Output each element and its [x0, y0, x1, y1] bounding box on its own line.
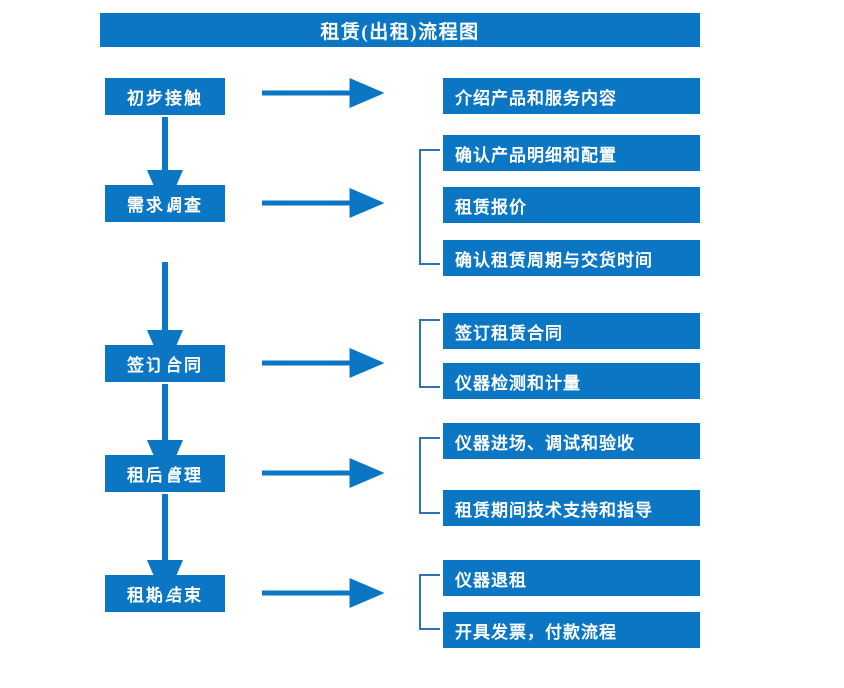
detail-box-4[interactable]: 确认租赁周期与交货时间 — [443, 240, 700, 276]
detail-box-3[interactable]: 租赁报价 — [443, 187, 700, 223]
detail-box-5[interactable]: 签订租赁合同 — [443, 313, 700, 349]
diagram-title: 租赁(出租)流程图 — [100, 13, 700, 47]
group-bracket-2 — [419, 319, 440, 388]
detail-box-9[interactable]: 仪器退租 — [443, 560, 700, 596]
group-bracket-4 — [419, 574, 440, 630]
group-bracket-3 — [419, 437, 440, 514]
detail-box-8[interactable]: 租赁期间技术支持和指导 — [443, 490, 700, 526]
detail-box-10[interactable]: 开具发票，付款流程 — [443, 612, 700, 648]
stage-box-3[interactable]: 签订合同 — [105, 345, 225, 382]
group-bracket-1 — [419, 149, 440, 265]
detail-box-7[interactable]: 仪器进场、调试和验收 — [443, 423, 700, 459]
stage-box-5[interactable]: 租期结束 — [105, 575, 225, 612]
stage-box-1[interactable]: 初步接触 — [105, 78, 225, 115]
detail-box-6[interactable]: 仪器检测和计量 — [443, 363, 700, 399]
detail-box-2[interactable]: 确认产品明细和配置 — [443, 135, 700, 171]
detail-box-1[interactable]: 介绍产品和服务内容 — [443, 78, 700, 114]
stage-box-4[interactable]: 租后管理 — [105, 455, 225, 492]
stage-box-2[interactable]: 需求调查 — [105, 185, 225, 222]
